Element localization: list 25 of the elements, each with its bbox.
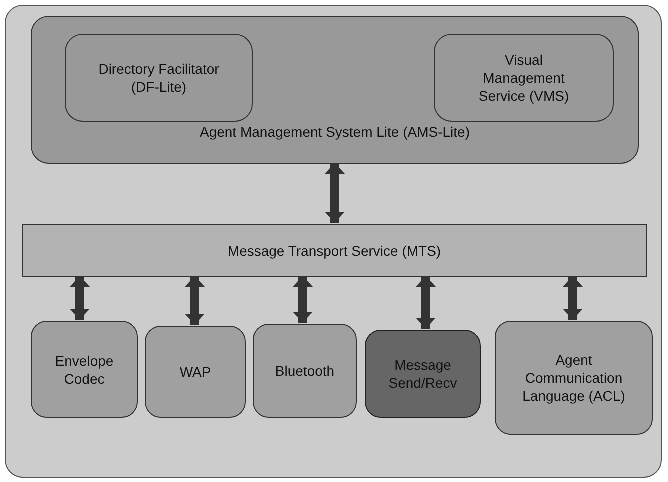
node-label: Envelope Codec bbox=[54, 352, 115, 388]
node-label: Message Send/Recv bbox=[388, 356, 458, 392]
node-label: Agent Communication Language (ACL) bbox=[522, 351, 626, 405]
process-box bbox=[495, 321, 653, 435]
node-label: Bluetooth bbox=[275, 362, 335, 380]
node-label: Visual Management Service (VMS) bbox=[478, 51, 570, 105]
double-arrow bbox=[416, 276, 436, 329]
process-box bbox=[31, 321, 138, 418]
process-box bbox=[365, 330, 481, 418]
transport-bar bbox=[22, 224, 647, 277]
double-arrow bbox=[293, 276, 313, 323]
process-box bbox=[65, 34, 253, 122]
double-arrow bbox=[325, 163, 345, 223]
double-arrow bbox=[185, 276, 205, 325]
node-label: WAP bbox=[180, 363, 212, 381]
outer-panel bbox=[5, 5, 662, 478]
ams-panel bbox=[31, 16, 639, 164]
double-arrow bbox=[563, 276, 583, 320]
double-arrow bbox=[70, 276, 90, 320]
node-label: Directory Facilitator (DF-Lite) bbox=[98, 60, 220, 96]
process-box bbox=[434, 34, 614, 122]
node-label: Agent Management System Lite (AMS-Lite) bbox=[200, 123, 470, 141]
node-label: Message Transport Service (MTS) bbox=[228, 242, 442, 260]
process-box bbox=[145, 326, 246, 418]
process-box bbox=[253, 324, 357, 418]
